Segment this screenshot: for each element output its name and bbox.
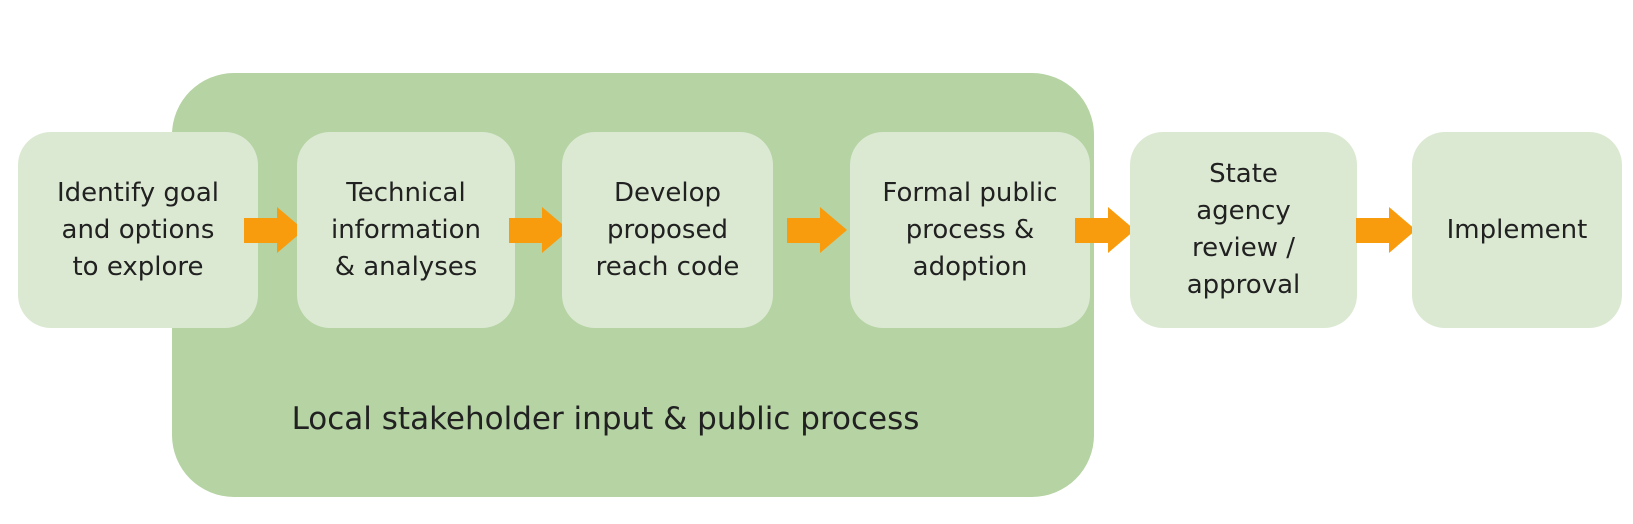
arrow-right-icon (1356, 217, 1389, 243)
step-label: Formal public process & adoption (882, 177, 1058, 282)
step-label: Implement (1446, 214, 1588, 245)
step-label: State agency review / approval (1186, 159, 1301, 300)
arrow-right-icon (1389, 207, 1416, 253)
flow-arrow-1 (244, 207, 304, 253)
flow-arrow-3 (787, 207, 847, 253)
step-implement: Implement (1412, 132, 1622, 328)
arrow-right-icon (787, 217, 820, 243)
step-label: Identify goal and options to explore (57, 177, 219, 282)
step-technical-information: Technical information & analyses (297, 132, 515, 328)
arrow-right-icon (1075, 217, 1108, 243)
step-state-agency-review: State agency review / approval (1130, 132, 1357, 328)
arrow-right-icon (244, 217, 277, 243)
arrow-right-icon (509, 217, 542, 243)
step-label: Develop proposed reach code (595, 177, 740, 282)
step-identify-goal: Identify goal and options to explore (18, 132, 258, 328)
step-label: Technical information & analyses (330, 177, 482, 282)
flow-arrow-5 (1356, 207, 1416, 253)
step-develop-reach-code: Develop proposed reach code (562, 132, 773, 328)
group-label: Local stakeholder input & public process (291, 401, 920, 437)
flow-arrow-4 (1075, 207, 1135, 253)
arrow-right-icon (820, 207, 847, 253)
flow-arrow-2 (509, 207, 569, 253)
step-formal-public-process: Formal public process & adoption (850, 132, 1090, 328)
